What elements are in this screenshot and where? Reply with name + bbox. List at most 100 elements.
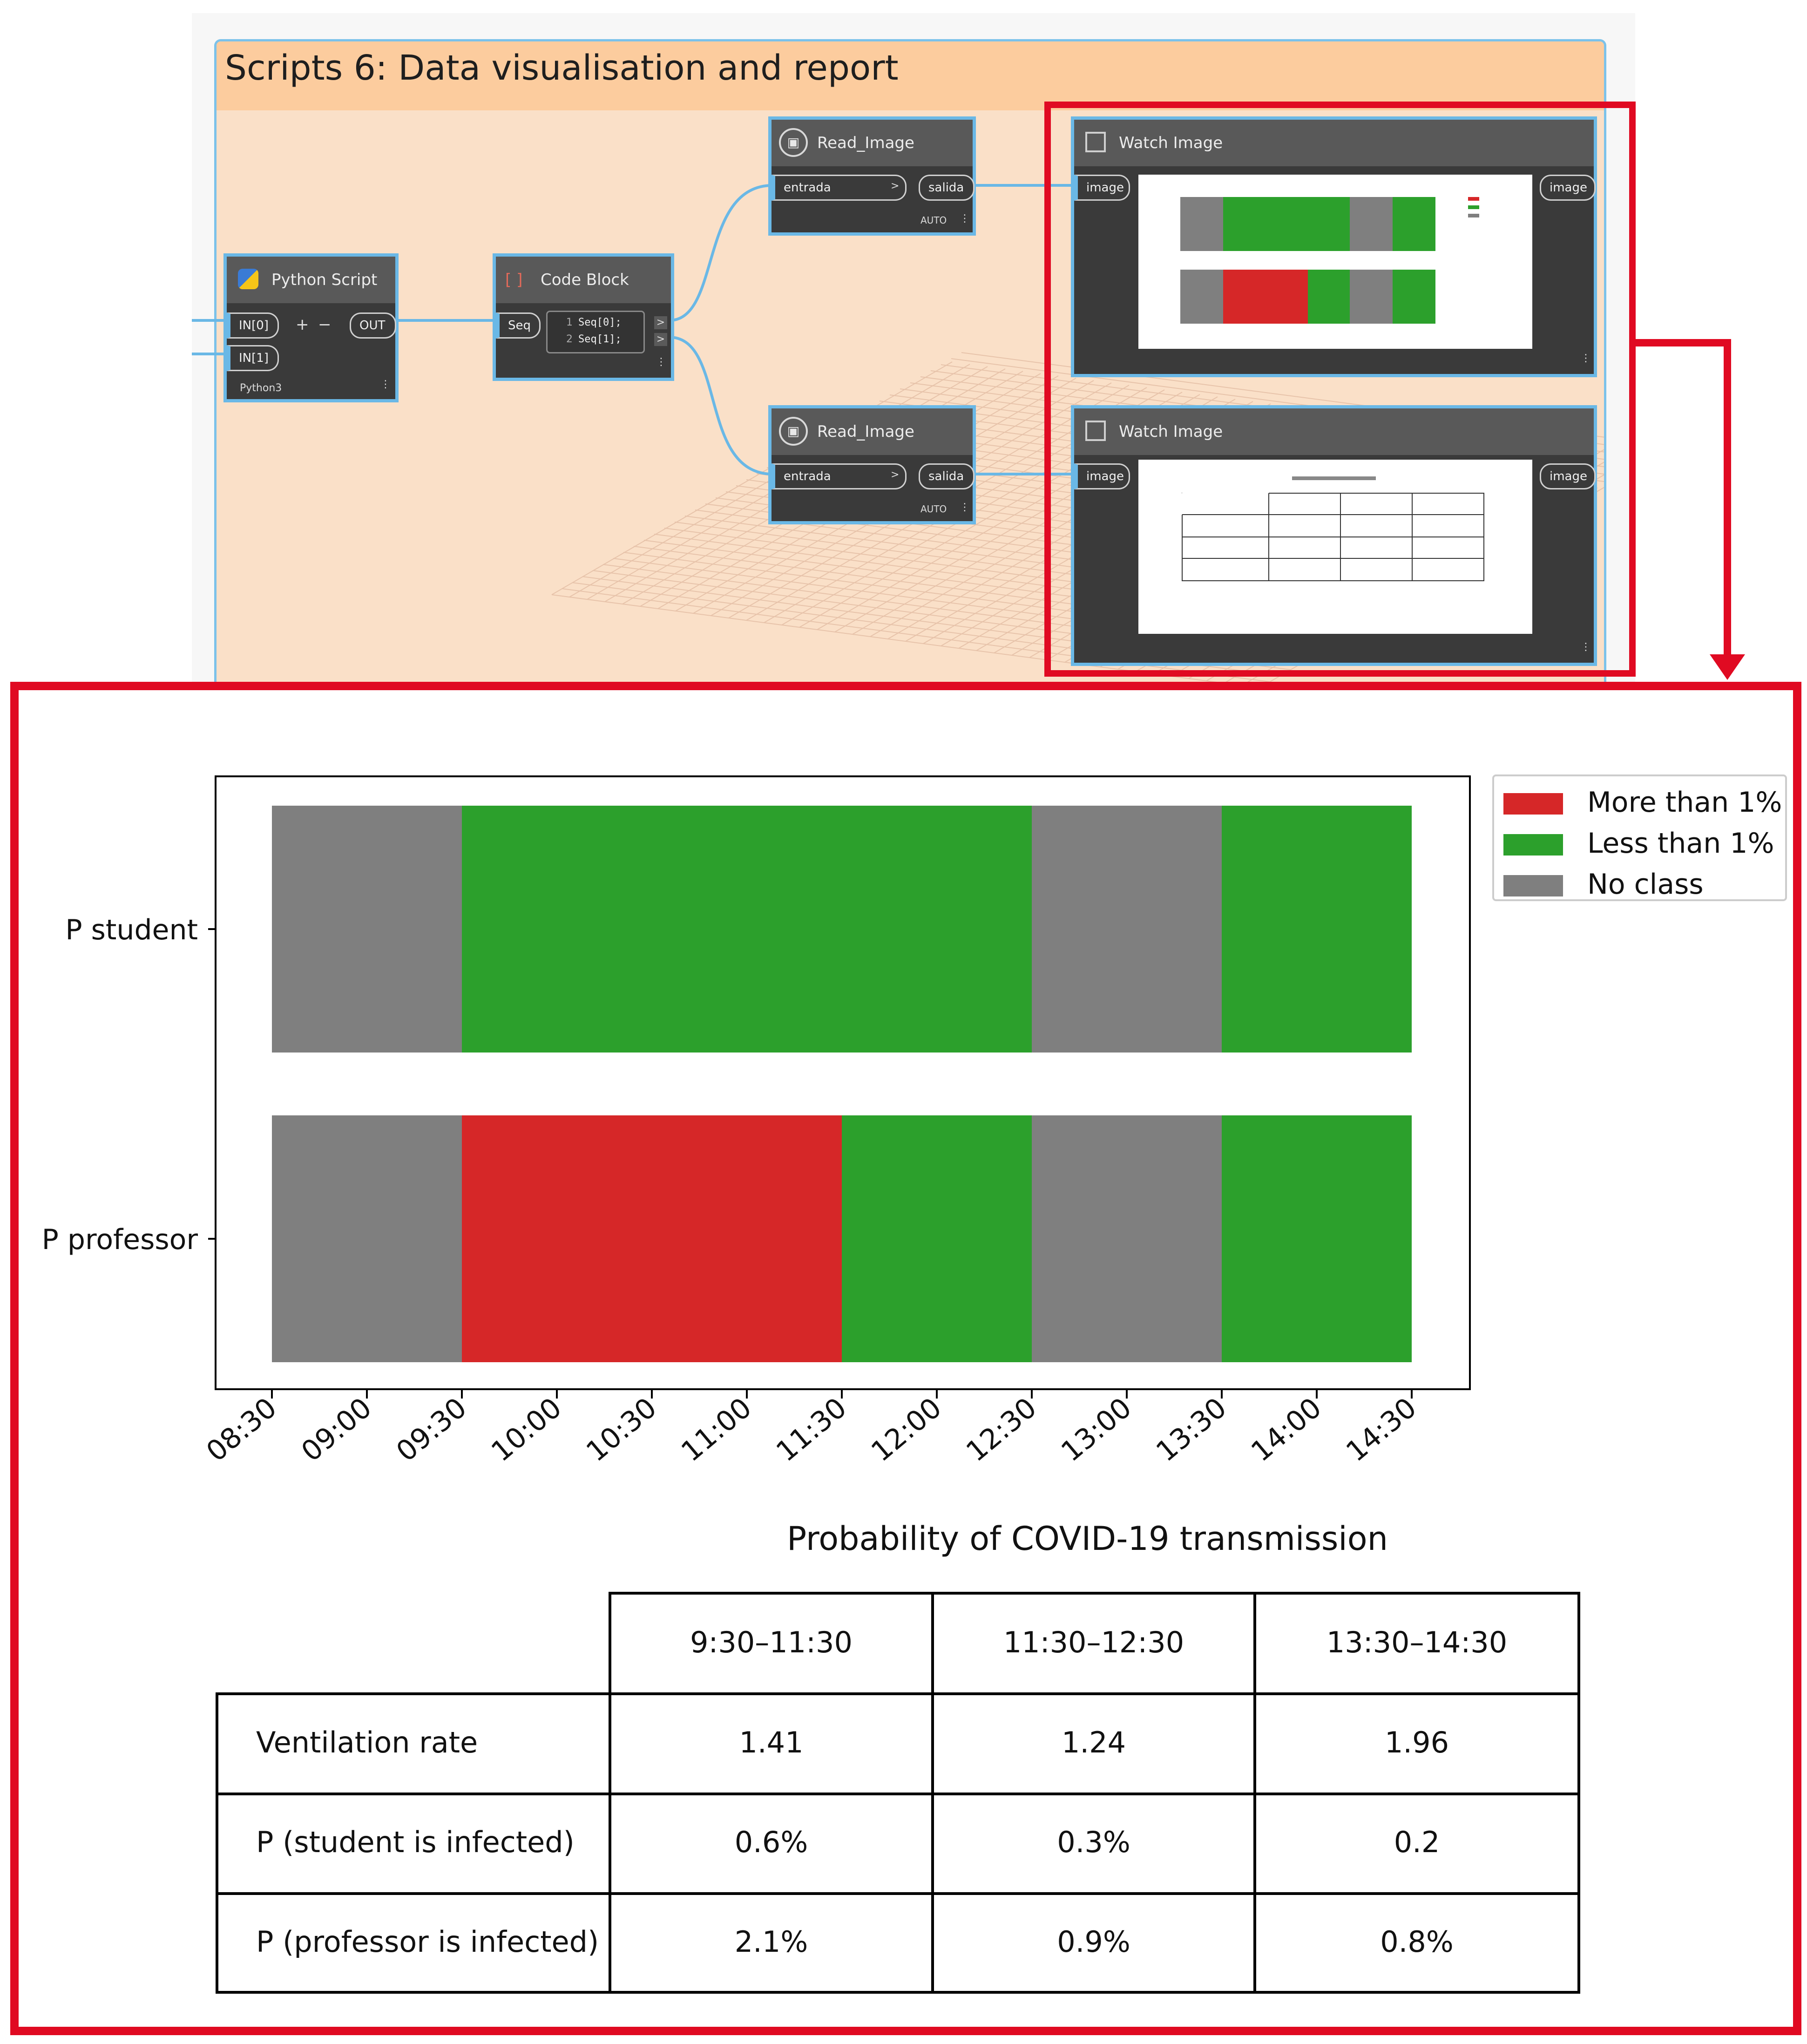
node-header[interactable]: Python Script bbox=[227, 257, 395, 303]
x-tick-label: 08:30 bbox=[200, 1392, 283, 1468]
wire-codeblock-to-read2[interactable] bbox=[669, 336, 773, 475]
lacing-label[interactable]: AUTO bbox=[920, 503, 947, 515]
input-port-entrada[interactable]: entrada bbox=[772, 463, 907, 489]
input-port-image[interactable]: image bbox=[1074, 175, 1130, 201]
output-port-image[interactable]: image bbox=[1540, 463, 1596, 489]
legend-label: Less than 1% bbox=[1587, 827, 1774, 860]
x-tick-label: 09:00 bbox=[295, 1392, 378, 1468]
preview-chart-thumbnail bbox=[1138, 175, 1532, 349]
legend-item-no-class: No class bbox=[1503, 866, 1783, 903]
legend-swatch bbox=[1503, 875, 1563, 896]
highlight-box-watch-nodes bbox=[1044, 102, 1636, 677]
lacing-label[interactable]: AUTO bbox=[920, 215, 947, 226]
python-script-node[interactable]: Python Script IN[0] + − OUT IN[1] Python… bbox=[223, 253, 399, 402]
node-title: Read_Image bbox=[817, 422, 914, 441]
highlight-connector-arrow bbox=[1635, 339, 1745, 680]
node-header[interactable]: [ ] Code Block bbox=[496, 257, 671, 303]
thumbnail-table bbox=[1181, 476, 1484, 581]
node-header[interactable]: Watch Image bbox=[1074, 408, 1594, 455]
bar-segment bbox=[1032, 1115, 1222, 1362]
legend-swatch bbox=[1503, 793, 1563, 815]
input-port-image[interactable]: image bbox=[1074, 463, 1130, 489]
node-menu-icon[interactable]: ⋮ bbox=[1581, 353, 1591, 364]
output-port-out[interactable]: OUT bbox=[350, 312, 396, 339]
bar-segment bbox=[1222, 1115, 1412, 1362]
input-port-in1[interactable]: IN[1] bbox=[227, 345, 279, 371]
legend-item-less-than-1: Less than 1% bbox=[1503, 825, 1783, 862]
watch-image-node-2[interactable]: Watch Image image image ⋮ bbox=[1071, 405, 1597, 666]
bar-segment bbox=[272, 1115, 462, 1362]
remove-input-button[interactable]: − bbox=[318, 315, 332, 334]
highlight-box-enlarged-output bbox=[10, 682, 1801, 2035]
input-port-entrada[interactable]: entrada bbox=[772, 175, 907, 201]
table-title: Probability of COVID-19 transmission bbox=[787, 1520, 1388, 1558]
group-header[interactable]: Scripts 6: Data visualisation and report bbox=[217, 41, 1604, 110]
x-tick-label: 11:30 bbox=[770, 1392, 853, 1468]
read-image-node-2[interactable]: ▣ Read_Image entrada > salida AUTO ⋮ bbox=[768, 405, 976, 524]
x-tick-label: 11:00 bbox=[675, 1392, 758, 1468]
preview-table-thumbnail bbox=[1138, 460, 1532, 634]
bar-segment bbox=[1222, 806, 1412, 1053]
code-line-2: Seq[1]; bbox=[578, 333, 622, 345]
read-image-node-1[interactable]: ▣ Read_Image entrada > salida AUTO ⋮ bbox=[768, 116, 976, 236]
wires-layer bbox=[192, 184, 1076, 475]
input-port-in0[interactable]: IN[0] bbox=[227, 312, 279, 339]
thumbnail-chart bbox=[1180, 197, 1479, 324]
x-tick-label: 13:00 bbox=[1055, 1392, 1137, 1468]
expand-port-icon[interactable]: > bbox=[891, 180, 900, 192]
node-title: Python Script bbox=[271, 271, 378, 289]
python-icon bbox=[238, 269, 258, 289]
x-tick-label: 13:30 bbox=[1150, 1392, 1232, 1468]
image-node-icon: ▣ bbox=[779, 417, 808, 446]
chart-legend: More than 1% Less than 1% No class bbox=[1492, 774, 1787, 901]
bar-segment bbox=[1032, 806, 1222, 1053]
node-menu-icon[interactable]: ⋮ bbox=[380, 379, 391, 390]
node-menu-icon[interactable]: ⋮ bbox=[960, 502, 970, 513]
input-port-seq[interactable]: Seq bbox=[496, 312, 541, 339]
node-title: Read_Image bbox=[817, 134, 914, 152]
group-title: Scripts 6: Data visualisation and report bbox=[225, 48, 899, 88]
node-title: Code Block bbox=[541, 271, 629, 289]
add-input-button[interactable]: + bbox=[296, 315, 309, 334]
bar-segment bbox=[462, 1115, 842, 1362]
watch-image-icon bbox=[1085, 421, 1106, 441]
output-port-salida[interactable]: salida bbox=[919, 463, 975, 489]
x-tick-label: 14:00 bbox=[1245, 1392, 1327, 1468]
node-header[interactable]: ▣ Read_Image bbox=[772, 408, 973, 455]
expand-port-icon[interactable]: > bbox=[891, 469, 900, 481]
code-editor[interactable]: 1 Seq[0]; 2 Seq[1]; bbox=[546, 311, 645, 353]
bar-segment bbox=[272, 806, 462, 1053]
y-tick-label: P professor bbox=[42, 1223, 198, 1256]
x-tick-label: 09:30 bbox=[390, 1392, 473, 1468]
output-port-image[interactable]: image bbox=[1540, 175, 1596, 201]
bar-segment bbox=[462, 806, 1032, 1053]
output-port-1[interactable]: > bbox=[654, 316, 667, 329]
line-number: 2 bbox=[566, 333, 573, 345]
x-tick-label: 14:30 bbox=[1340, 1392, 1422, 1468]
node-header[interactable]: Watch Image bbox=[1074, 120, 1594, 166]
code-line-1: Seq[0]; bbox=[578, 317, 622, 328]
python-engine-label[interactable]: Python3 bbox=[240, 382, 282, 394]
wire-codeblock-to-read1[interactable] bbox=[669, 184, 773, 322]
legend-swatch bbox=[1503, 834, 1563, 856]
node-menu-icon[interactable]: ⋮ bbox=[960, 213, 970, 224]
watch-image-node-1[interactable]: Watch Image image image ⋮ bbox=[1071, 116, 1597, 377]
x-tick-label: 12:00 bbox=[865, 1392, 947, 1468]
y-tick-label: P student bbox=[65, 914, 198, 946]
image-node-icon: ▣ bbox=[779, 128, 808, 157]
x-tick-label: 12:30 bbox=[960, 1392, 1042, 1468]
legend-label: More than 1% bbox=[1587, 786, 1782, 819]
output-port-salida[interactable]: salida bbox=[919, 175, 975, 201]
node-title: Watch Image bbox=[1119, 134, 1223, 152]
node-menu-icon[interactable]: ⋮ bbox=[1581, 641, 1591, 653]
watch-image-icon bbox=[1085, 132, 1106, 152]
legend-label: No class bbox=[1587, 868, 1704, 901]
node-header[interactable]: ▣ Read_Image bbox=[772, 120, 973, 166]
node-menu-icon[interactable]: ⋮ bbox=[656, 356, 666, 368]
code-block-icon: [ ] bbox=[505, 271, 523, 289]
code-block-node[interactable]: [ ] Code Block Seq 1 Seq[0]; 2 Seq[1]; >… bbox=[493, 253, 674, 381]
legend-item-more-than-1: More than 1% bbox=[1503, 784, 1783, 821]
bar-segment bbox=[842, 1115, 1032, 1362]
output-port-2[interactable]: > bbox=[654, 333, 667, 346]
